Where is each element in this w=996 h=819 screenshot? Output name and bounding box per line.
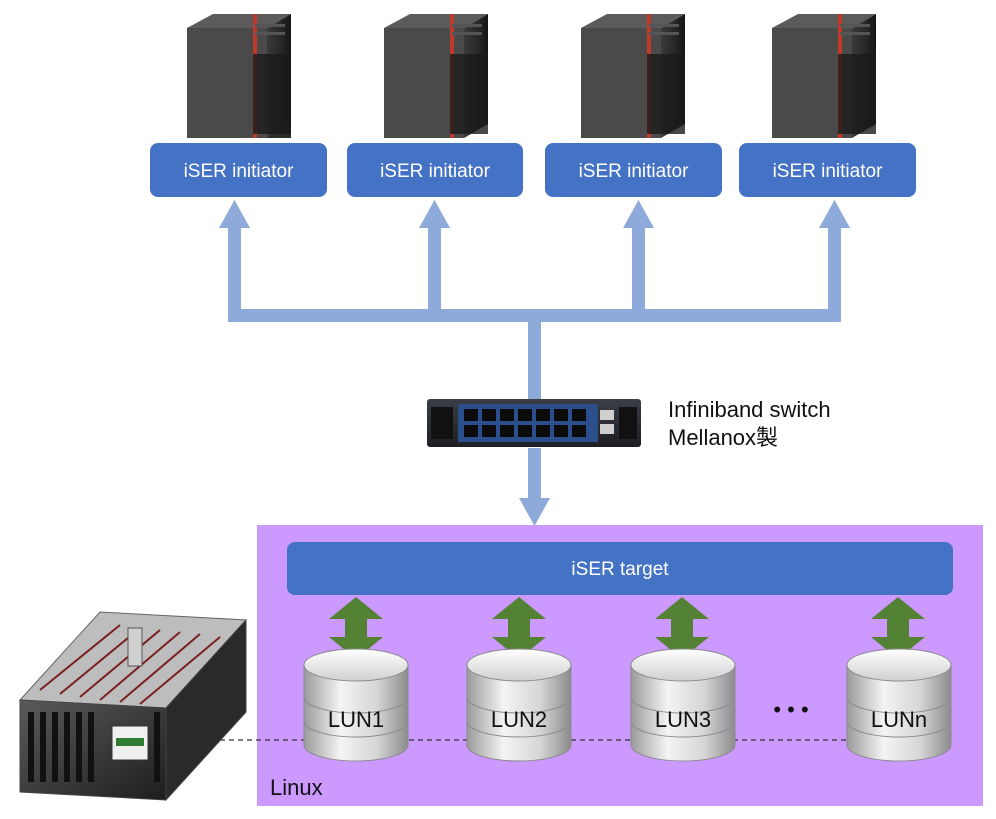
arrow-up-icon — [219, 200, 250, 228]
initiator-box-4: iSER initiator — [739, 143, 916, 197]
lun-disk-2: LUN2 — [466, 648, 572, 762]
initiator-box-1: iSER initiator — [150, 143, 327, 197]
lun-label-2: LUN2 — [491, 707, 547, 732]
os-label: Linux — [270, 775, 323, 800]
arrow-up-icon — [419, 200, 450, 228]
initiator-label-4: iSER initiator — [773, 161, 883, 182]
tower-server-4 — [772, 14, 876, 138]
initiator-box-3: iSER initiator — [545, 143, 722, 197]
lun-ellipsis: • • • — [773, 697, 808, 722]
switch-label-line2: Mellanox製 — [668, 425, 778, 450]
lun-label-n: LUNn — [871, 707, 927, 732]
iser-target-label: iSER target — [571, 559, 669, 580]
lun-label-1: LUN1 — [328, 707, 384, 732]
arrow-up-icon — [819, 200, 850, 228]
double-arrow-icon — [492, 597, 546, 659]
initiator-label-2: iSER initiator — [380, 161, 490, 182]
initiator-label-3: iSER initiator — [579, 161, 689, 182]
tower-server-3 — [581, 14, 685, 138]
arrow-down-icon — [519, 498, 550, 526]
iser-target-bar: iSER target — [287, 542, 953, 595]
tower-server-2 — [384, 14, 488, 138]
lun-disk-n: LUNn — [846, 648, 952, 762]
storage-server — [18, 611, 248, 802]
arrow-up-icon — [623, 200, 654, 228]
lun-disk-3: LUN3 — [630, 648, 736, 762]
double-arrow-icon — [655, 597, 709, 659]
double-arrow-icon — [329, 597, 383, 659]
double-arrow-icon — [871, 597, 925, 659]
infiniband-switch — [427, 399, 641, 447]
lun-disk-1: LUN1 — [303, 648, 409, 762]
switch-label-line1: Infiniband switch — [668, 397, 831, 422]
connector-tree — [219, 200, 850, 526]
lun-label-3: LUN3 — [655, 707, 711, 732]
initiator-label-1: iSER initiator — [184, 161, 294, 182]
tower-server-1 — [187, 14, 291, 138]
initiator-box-2: iSER initiator — [347, 143, 523, 197]
